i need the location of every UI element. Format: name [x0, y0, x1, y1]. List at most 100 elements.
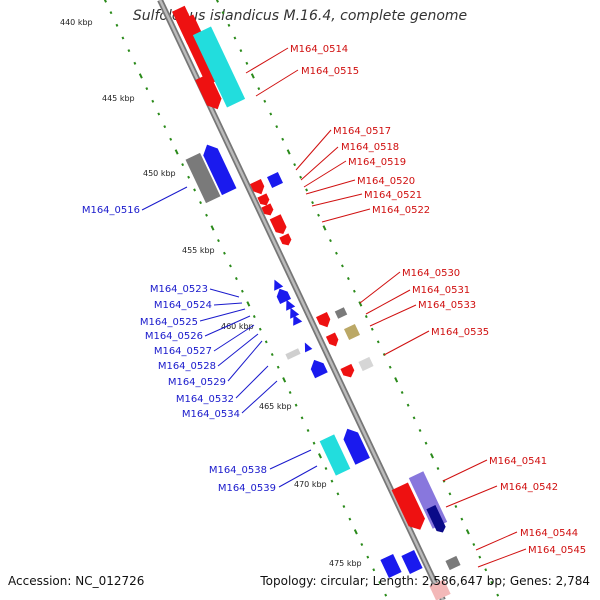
gene-label[interactable]: M164_0523	[150, 284, 208, 295]
gene-label[interactable]: M164_0544	[520, 528, 578, 539]
gene-label[interactable]: M164_0522	[372, 205, 430, 216]
tick-mark	[358, 301, 363, 307]
tick-mark	[103, 0, 107, 3]
gene-m164-0544[interactable]	[445, 555, 461, 571]
gene-label[interactable]: M164_0532	[176, 394, 234, 405]
gene-m164-0524[interactable]	[274, 286, 291, 304]
scale-label: 475 kbp	[329, 559, 362, 568]
tick-mark	[342, 504, 346, 508]
tick-mark	[127, 49, 131, 53]
gene-m164-0515[interactable]	[192, 26, 246, 108]
reverse-strand-labels: M164_0514 M164_0515 M164_0517 M164_0518 …	[290, 44, 586, 556]
gene-label[interactable]: M164_0514	[290, 44, 348, 55]
tick-mark	[454, 504, 458, 508]
scale-labels: 440 kbp 445 kbp 450 kbp 455 kbp 460 kbp …	[60, 18, 362, 568]
tick-mark	[275, 125, 279, 129]
gene-label[interactable]: M164_0518	[341, 142, 399, 153]
gene-pink-bottom[interactable]	[429, 579, 451, 600]
tick-mark	[346, 277, 350, 281]
gene-m164-0522[interactable]	[279, 233, 293, 247]
gene-m164-0531b[interactable]	[325, 332, 341, 348]
gene-label[interactable]: M164_0520	[357, 176, 415, 187]
scale-label: 450 kbp	[143, 169, 176, 178]
tick-mark	[223, 251, 226, 255]
tick-mark	[424, 441, 428, 445]
tick-mark	[490, 580, 494, 584]
gene-m164-0523[interactable]	[270, 277, 284, 291]
gene-label[interactable]: M164_0539	[218, 483, 276, 494]
tick-mark	[133, 61, 137, 65]
tick-mark	[472, 542, 476, 546]
gene-m164-0535[interactable]	[358, 356, 374, 372]
gene-m164-0535b[interactable]	[340, 363, 356, 380]
gene-m164-0516-gray[interactable]	[185, 152, 221, 204]
tick-mark	[258, 327, 262, 331]
tick-mark	[257, 87, 261, 91]
tick-mark	[412, 416, 416, 420]
tick-mark	[400, 391, 404, 395]
gene-m164-0527[interactable]	[289, 312, 303, 326]
gene-label[interactable]: M164_0530	[402, 268, 460, 279]
gene-m164-0530[interactable]	[334, 307, 348, 319]
tick-mark	[360, 542, 364, 546]
gene-m164-0521[interactable]	[269, 214, 289, 236]
gene-m164-0518[interactable]	[250, 179, 267, 197]
gene-label[interactable]: M164_0531	[412, 285, 470, 296]
gene-m164-0526[interactable]	[286, 305, 300, 319]
gene-m164-0525[interactable]	[282, 297, 296, 311]
gene-label[interactable]: M164_0519	[348, 157, 406, 168]
gene-m164-0532-gray[interactable]	[285, 348, 301, 360]
tick-mark	[245, 61, 249, 65]
gene-label[interactable]: M164_0535	[431, 327, 489, 338]
topology-label: Topology: circular; Length: 2,586,647 bp…	[260, 574, 590, 588]
gene-m164-0539[interactable]	[340, 425, 370, 465]
gene-label[interactable]: M164_0545	[528, 545, 586, 556]
gene-m164-0542b[interactable]	[426, 505, 447, 535]
tick-mark	[157, 112, 161, 116]
tick-mark	[288, 391, 292, 395]
gene-label[interactable]: M164_0516	[82, 205, 140, 216]
gene-m164-0534[interactable]	[308, 357, 328, 379]
gene-label[interactable]: M164_0515	[301, 66, 359, 77]
tick-mark	[430, 453, 434, 459]
gene-label[interactable]: M164_0528	[158, 361, 216, 372]
tick-mark	[336, 492, 340, 496]
gene-m164-0519[interactable]	[257, 193, 271, 207]
scale-label: 470 kbp	[294, 480, 327, 489]
gene-m164-0516[interactable]	[200, 141, 237, 196]
tick-mark	[394, 377, 399, 383]
tick-mark	[299, 175, 303, 179]
tick-mark	[330, 479, 334, 483]
gene-label[interactable]: M164_0538	[209, 465, 267, 476]
tick-mark	[246, 301, 251, 307]
gene-label[interactable]: M164_0529	[168, 377, 226, 388]
gene-m164-0533[interactable]	[344, 324, 360, 340]
scale-label: 460 kbp	[221, 322, 254, 331]
gene-label[interactable]: M164_0533	[418, 300, 476, 311]
tick-mark	[484, 568, 488, 572]
tick-mark	[406, 403, 410, 407]
gene-m164-0532[interactable]	[301, 341, 313, 353]
gene-label[interactable]: M164_0517	[333, 126, 391, 137]
gene-m164-0531[interactable]	[316, 312, 333, 330]
gene-m164-0517[interactable]	[267, 172, 283, 188]
tick-mark	[353, 529, 358, 535]
gene-m164-0538[interactable]	[319, 434, 351, 476]
gene-red-arrow[interactable]	[195, 73, 225, 112]
gene-label[interactable]: M164_0534	[182, 409, 240, 420]
gene-label[interactable]: M164_0525	[140, 317, 198, 328]
gene-label[interactable]: M164_0527	[154, 346, 212, 357]
gene-label[interactable]: M164_0521	[364, 190, 422, 201]
tick-mark	[276, 365, 280, 369]
tick-mark	[322, 225, 327, 231]
tick-mark	[478, 555, 482, 559]
gene-blue-bottom[interactable]	[380, 553, 402, 579]
gene-label[interactable]: M164_0541	[489, 456, 547, 467]
gene-label[interactable]: M164_0542	[500, 482, 558, 493]
gene-m164-0520[interactable]	[261, 203, 275, 217]
gene-label[interactable]: M164_0524	[154, 300, 212, 311]
gene-label[interactable]: M164_0526	[145, 331, 203, 342]
gene-red-small[interactable]	[171, 5, 201, 45]
gene-m164-0541[interactable]	[391, 482, 429, 533]
gene-m164-0545[interactable]	[401, 549, 423, 575]
